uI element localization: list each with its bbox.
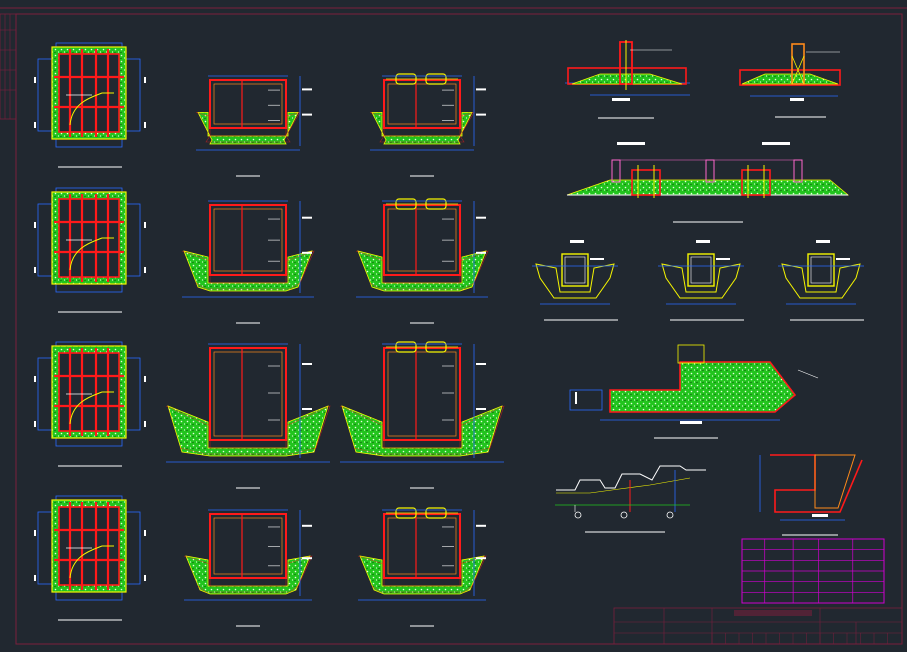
- box-section-4-1: [183, 509, 313, 627]
- detail-retaining-slab: [569, 344, 819, 439]
- detail-corner-wall: [759, 454, 863, 536]
- column-plan-views: [34, 42, 146, 621]
- plan-view-1: [34, 42, 146, 168]
- title-block: [613, 607, 903, 645]
- detail-foundation-left: [565, 40, 690, 119]
- box-section-3-2: [339, 341, 505, 489]
- plan-view-4: [34, 495, 146, 621]
- detail-foundation-right: [739, 43, 841, 118]
- box-section-views: [165, 73, 505, 627]
- channel-section-views: [532, 240, 864, 321]
- detail-stepped-profile: [555, 465, 706, 533]
- plan-view-3: [34, 341, 146, 467]
- channel-section-1: [532, 240, 618, 321]
- detail-long-section: [566, 142, 850, 223]
- box-section-1-2: [369, 73, 486, 177]
- box-section-1-1: [195, 75, 312, 177]
- channel-section-2: [658, 240, 744, 321]
- plan-view-2: [34, 187, 146, 313]
- top-right-detail-views: [565, 40, 850, 223]
- channel-section-3: [778, 240, 864, 321]
- revision-table: [741, 538, 885, 604]
- box-section-3-1: [165, 343, 331, 489]
- box-section-4-2: [357, 507, 487, 627]
- box-section-2-2: [355, 198, 489, 324]
- box-section-2-1: [181, 200, 315, 324]
- bottom-right-detail-views: [555, 344, 863, 536]
